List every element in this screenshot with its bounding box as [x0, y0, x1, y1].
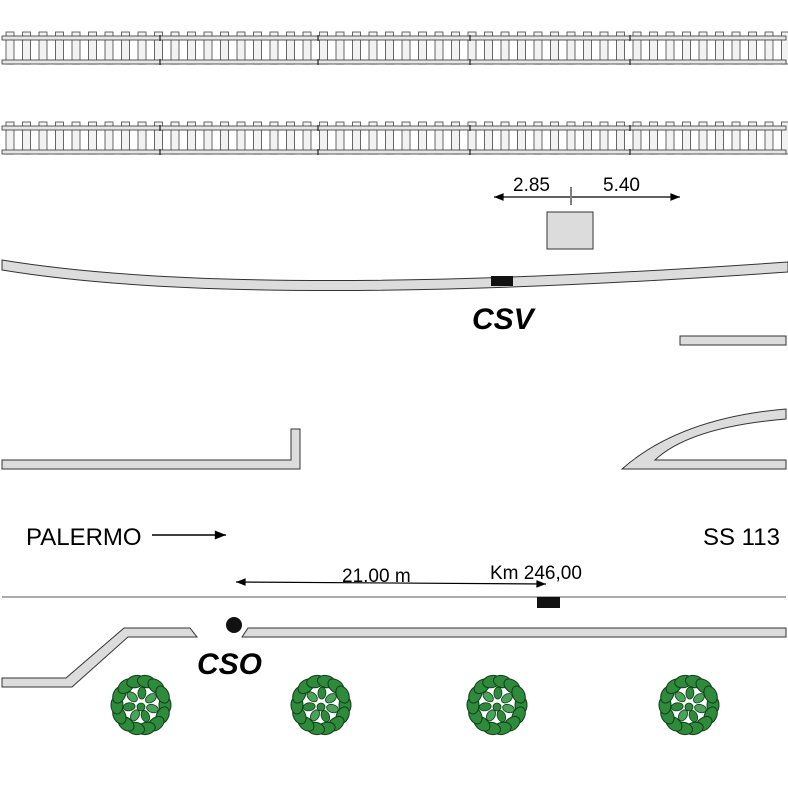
railway-track-lower	[1, 121, 788, 155]
bush-leaf	[478, 702, 492, 712]
bush-leaf	[335, 685, 350, 704]
bush-leaf	[306, 691, 318, 703]
curb-bottom-left	[1, 627, 199, 688]
bush-leaf	[685, 686, 695, 700]
railway-track-upper	[1, 31, 788, 65]
bush-leaf	[317, 686, 327, 700]
road-label: SS 113	[703, 524, 780, 551]
bush-leaf	[137, 686, 147, 700]
dimension-right-label: 5.40	[603, 175, 640, 196]
curb-right-island	[620, 408, 787, 470]
csv-label: CSV	[472, 303, 537, 336]
bush-icon	[110, 674, 172, 736]
dimension-left-label: 2.85	[513, 175, 550, 196]
km-marker-label: Km 246,00	[490, 563, 582, 584]
km-marker-block	[537, 597, 560, 608]
cso-label: CSO	[197, 648, 262, 681]
bush-leaf	[501, 693, 513, 704]
bush-leaf	[122, 702, 136, 712]
bush-leaf	[703, 685, 718, 704]
bush-center	[136, 702, 146, 712]
bush-icon	[658, 674, 720, 736]
track-rail	[1, 59, 787, 65]
bush-leaf	[693, 693, 705, 704]
bush-leaf	[694, 703, 707, 714]
bush-leaf	[482, 691, 494, 703]
bush-leaf	[511, 685, 526, 704]
csv-sensor-marker	[491, 276, 513, 286]
bush-leaf	[493, 686, 503, 700]
bush-center	[316, 702, 326, 712]
track-rail	[1, 125, 787, 131]
bush-leaf	[325, 693, 337, 704]
cso-sensor-marker	[226, 617, 242, 633]
distance-label: 21.00 m	[342, 566, 411, 587]
bush-leaf	[146, 703, 159, 714]
track-rail	[1, 35, 787, 41]
bush-icon	[466, 674, 528, 736]
curb-bottom-right	[241, 627, 787, 638]
direction-label: PALERMO	[26, 524, 142, 551]
bush-leaf	[126, 691, 138, 703]
curb-right-short	[679, 335, 787, 346]
bush-leaf	[155, 685, 170, 704]
bush-leaf	[670, 702, 684, 712]
bush-leaf	[326, 703, 339, 714]
bush-leaf	[674, 691, 686, 703]
bush-leaf	[302, 702, 316, 712]
bush-center	[492, 702, 502, 712]
bush-leaf	[502, 703, 515, 714]
curb-left-l-shape	[1, 428, 301, 470]
bush-center	[684, 702, 694, 712]
curved-curb	[1, 259, 788, 292]
dimension-group: 2.85 5.40	[494, 175, 680, 250]
bush-leaf	[145, 693, 157, 704]
bush-icon	[290, 674, 352, 736]
building-block	[546, 211, 594, 250]
distance-arrow	[235, 578, 547, 588]
track-rail	[1, 149, 787, 155]
